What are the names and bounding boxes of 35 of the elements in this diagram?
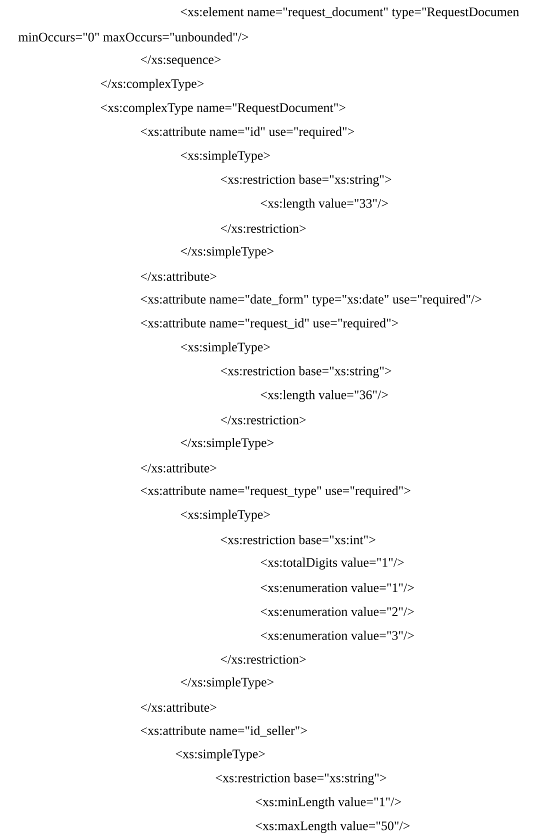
code-line: <xs:simpleType> [180, 150, 270, 163]
code-line: <xs:enumeration value="3"/> [260, 630, 414, 640]
code-line: <xs:attribute name="request_type" use="required"> [140, 486, 410, 498]
code-line: <xs:maxLength value="50"/> [256, 821, 410, 833]
code-line: <xs:length value="36"/> [260, 390, 388, 402]
code-line: </xs:restriction> [220, 655, 306, 664]
code-line: <xs:attribute name="id" use="required"> [140, 126, 354, 139]
code-line: </xs:attribute> [140, 702, 216, 712]
code-line: <xs:attribute name="date_form" type="xs:date" use="required"/> [140, 294, 482, 306]
code-line: <xs:attribute name="request_id" use="required"> [140, 318, 398, 330]
code-line: <xs:simpleType> [176, 749, 265, 761]
code-line: <xs:restriction base="xs:string"> [220, 366, 392, 378]
code-line: <xs:enumeration value="1"/> [260, 583, 414, 592]
code-line: </xs:complexType> [100, 78, 204, 91]
code-line: <xs:restriction base="xs:int"> [220, 535, 376, 544]
code-line: <xs:enumeration value="2"/> [260, 606, 414, 616]
code-line: <xs:complexType name="RequestDocument"> [100, 102, 346, 115]
code-line: </xs:restriction> [220, 416, 306, 424]
code-line: <xs:totalDigits value="1"/> [260, 558, 404, 570]
code-line: <xs:simpleType> [180, 510, 270, 522]
code-line: <xs:minLength value="1"/> [256, 797, 401, 809]
code-line: <xs:element name="request_document" type="RequestDocumen [180, 7, 520, 19]
code-line: </xs:restriction> [220, 224, 306, 233]
code-line: </xs:simpleType> [180, 246, 274, 258]
code-line: <xs:restriction base="xs:string"> [220, 174, 392, 187]
code-line: <xs:simpleType> [180, 342, 270, 354]
code-line: <xs:length value="33"/> [260, 198, 388, 210]
code-line: </xs:attribute> [140, 463, 216, 472]
code-line: minOccurs="0" maxOccurs="unbounded"/> [18, 32, 248, 42]
code-line: <xs:restriction base="xs:string"> [216, 773, 386, 785]
code-line: </xs:attribute> [140, 272, 216, 281]
code-line: </xs:simpleType> [180, 677, 274, 690]
code-line: </xs:simpleType> [180, 438, 274, 450]
code-line: <xs:attribute name="id_seller"> [140, 726, 307, 737]
code-line: </xs:sequence> [140, 55, 221, 67]
